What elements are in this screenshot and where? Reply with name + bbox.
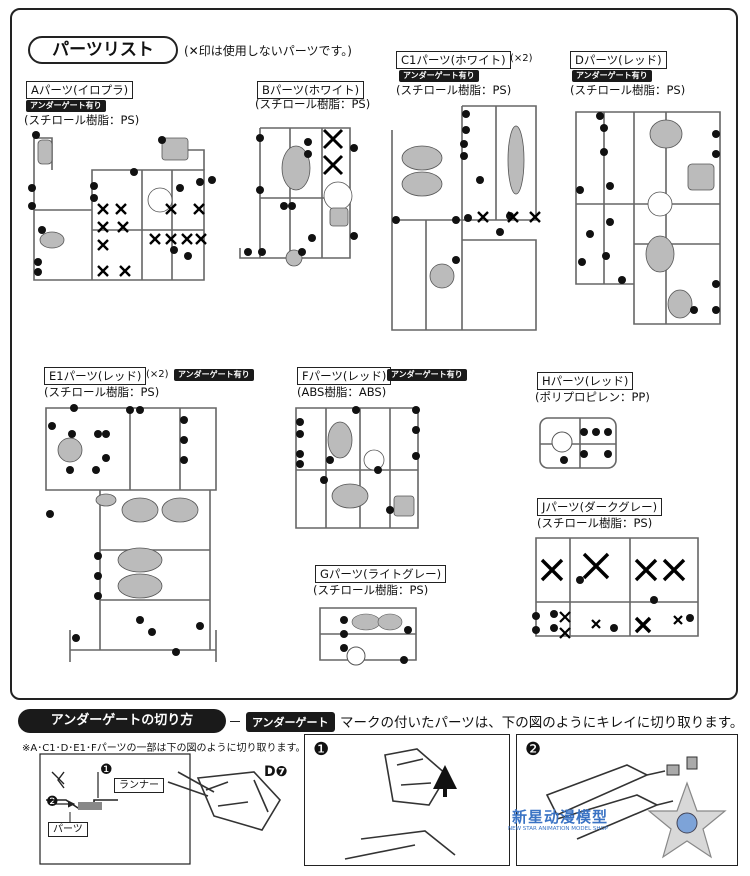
part-g-material: (スチロール樹脂：PS) — [313, 583, 429, 597]
part-e1-material: (スチロール樹脂：PS) — [44, 385, 160, 399]
runner-label: ランナー — [114, 778, 164, 793]
unused-parts-note: (✕印は使用しないパーツです。) — [184, 44, 352, 58]
runner-f-diagram — [295, 406, 420, 529]
runner-j-diagram — [532, 537, 699, 639]
step-2-marker: ❷ — [46, 794, 59, 810]
part-c1-material: (スチロール樹脂：PS) — [396, 83, 512, 97]
part-e1-label: E1パーツ(レッド) — [44, 367, 147, 385]
part-c1-undergate-badge: アンダーゲート有り — [399, 70, 479, 82]
runner-g-diagram — [319, 607, 417, 666]
runner-h-diagram — [539, 417, 617, 469]
star-logo-icon — [647, 781, 727, 859]
undergate-badge: アンダーゲート — [246, 712, 335, 732]
step-1-marker: ❶ — [100, 762, 113, 778]
watermark-text: 新星动漫模型 — [512, 808, 609, 826]
part-c1-multiplier: (×2) — [510, 53, 533, 64]
part-f-label: Fパーツ(レッド) — [297, 367, 392, 385]
undergate-note: ※A･C1･D･E1･Fパーツの一部は下の図のように切り取ります。 — [22, 743, 306, 754]
step-2-diagram — [545, 756, 698, 840]
part-g-label: Gパーツ(ライトグレー) — [315, 565, 447, 583]
part-j-label: Jパーツ(ダークグレー) — [537, 498, 663, 516]
part-j-material: (スチロール樹脂：PS) — [537, 516, 653, 530]
runner-a-diagram — [28, 131, 216, 281]
part-label: パーツ — [48, 822, 88, 837]
undergate-example-panel: ❶ ❷ ランナー パーツ D❼ — [18, 752, 298, 866]
step-1-diagram — [344, 748, 457, 860]
runner-b-diagram — [239, 127, 358, 267]
part-reference: D❼ — [264, 764, 288, 780]
part-d-label: Dパーツ(レッド) — [570, 51, 667, 69]
part-h-label: Hパーツ(レッド) — [537, 372, 634, 390]
part-d-material: (スチロール樹脂：PS) — [570, 83, 686, 97]
step-1-panel: ❶ — [304, 734, 510, 866]
part-b-material: (スチロール樹脂：PS) — [255, 97, 371, 111]
undergate-instruction: マークの付いたパーツは、下の図のようにキレイに切り取ります。 — [340, 715, 744, 731]
undergate-divider — [230, 721, 240, 722]
runner-c1-diagram — [391, 105, 541, 331]
watermark-subtext: NEW STAR ANIMATION MODEL SHOP — [508, 826, 609, 832]
part-f-material: (ABS樹脂：ABS) — [297, 385, 387, 399]
part-c1-label: C1パーツ(ホワイト) — [396, 51, 511, 69]
part-d-undergate-badge: アンダーゲート有り — [572, 70, 652, 82]
part-h-material: (ポリプロピレン：PP) — [535, 390, 650, 404]
part-e1-multiplier: (×2) — [146, 369, 169, 380]
runner-d-diagram — [575, 111, 721, 325]
step-2-panel: ❷ — [516, 734, 738, 866]
part-f-undergate-badge: アンダーゲート有り — [387, 369, 467, 381]
runner-e1-diagram — [45, 404, 217, 662]
step-1-number: ❶ — [313, 739, 330, 760]
step-2-number: ❷ — [525, 739, 542, 760]
part-a-undergate-badge: アンダーゲート有り — [26, 100, 106, 112]
part-a-material: (スチロール樹脂：PS) — [24, 113, 140, 127]
part-b-label: Bパーツ(ホワイト) — [257, 81, 365, 99]
page-title: パーツリスト — [28, 36, 178, 64]
undergate-section-title: アンダーゲートの切り方 — [18, 709, 226, 733]
part-a-label: Aパーツ(イロプラ) — [26, 81, 134, 99]
parts-list-frame — [10, 8, 738, 700]
undergate-example-diagram — [39, 753, 281, 865]
part-e1-undergate-badge: アンダーゲート有り — [174, 369, 254, 381]
